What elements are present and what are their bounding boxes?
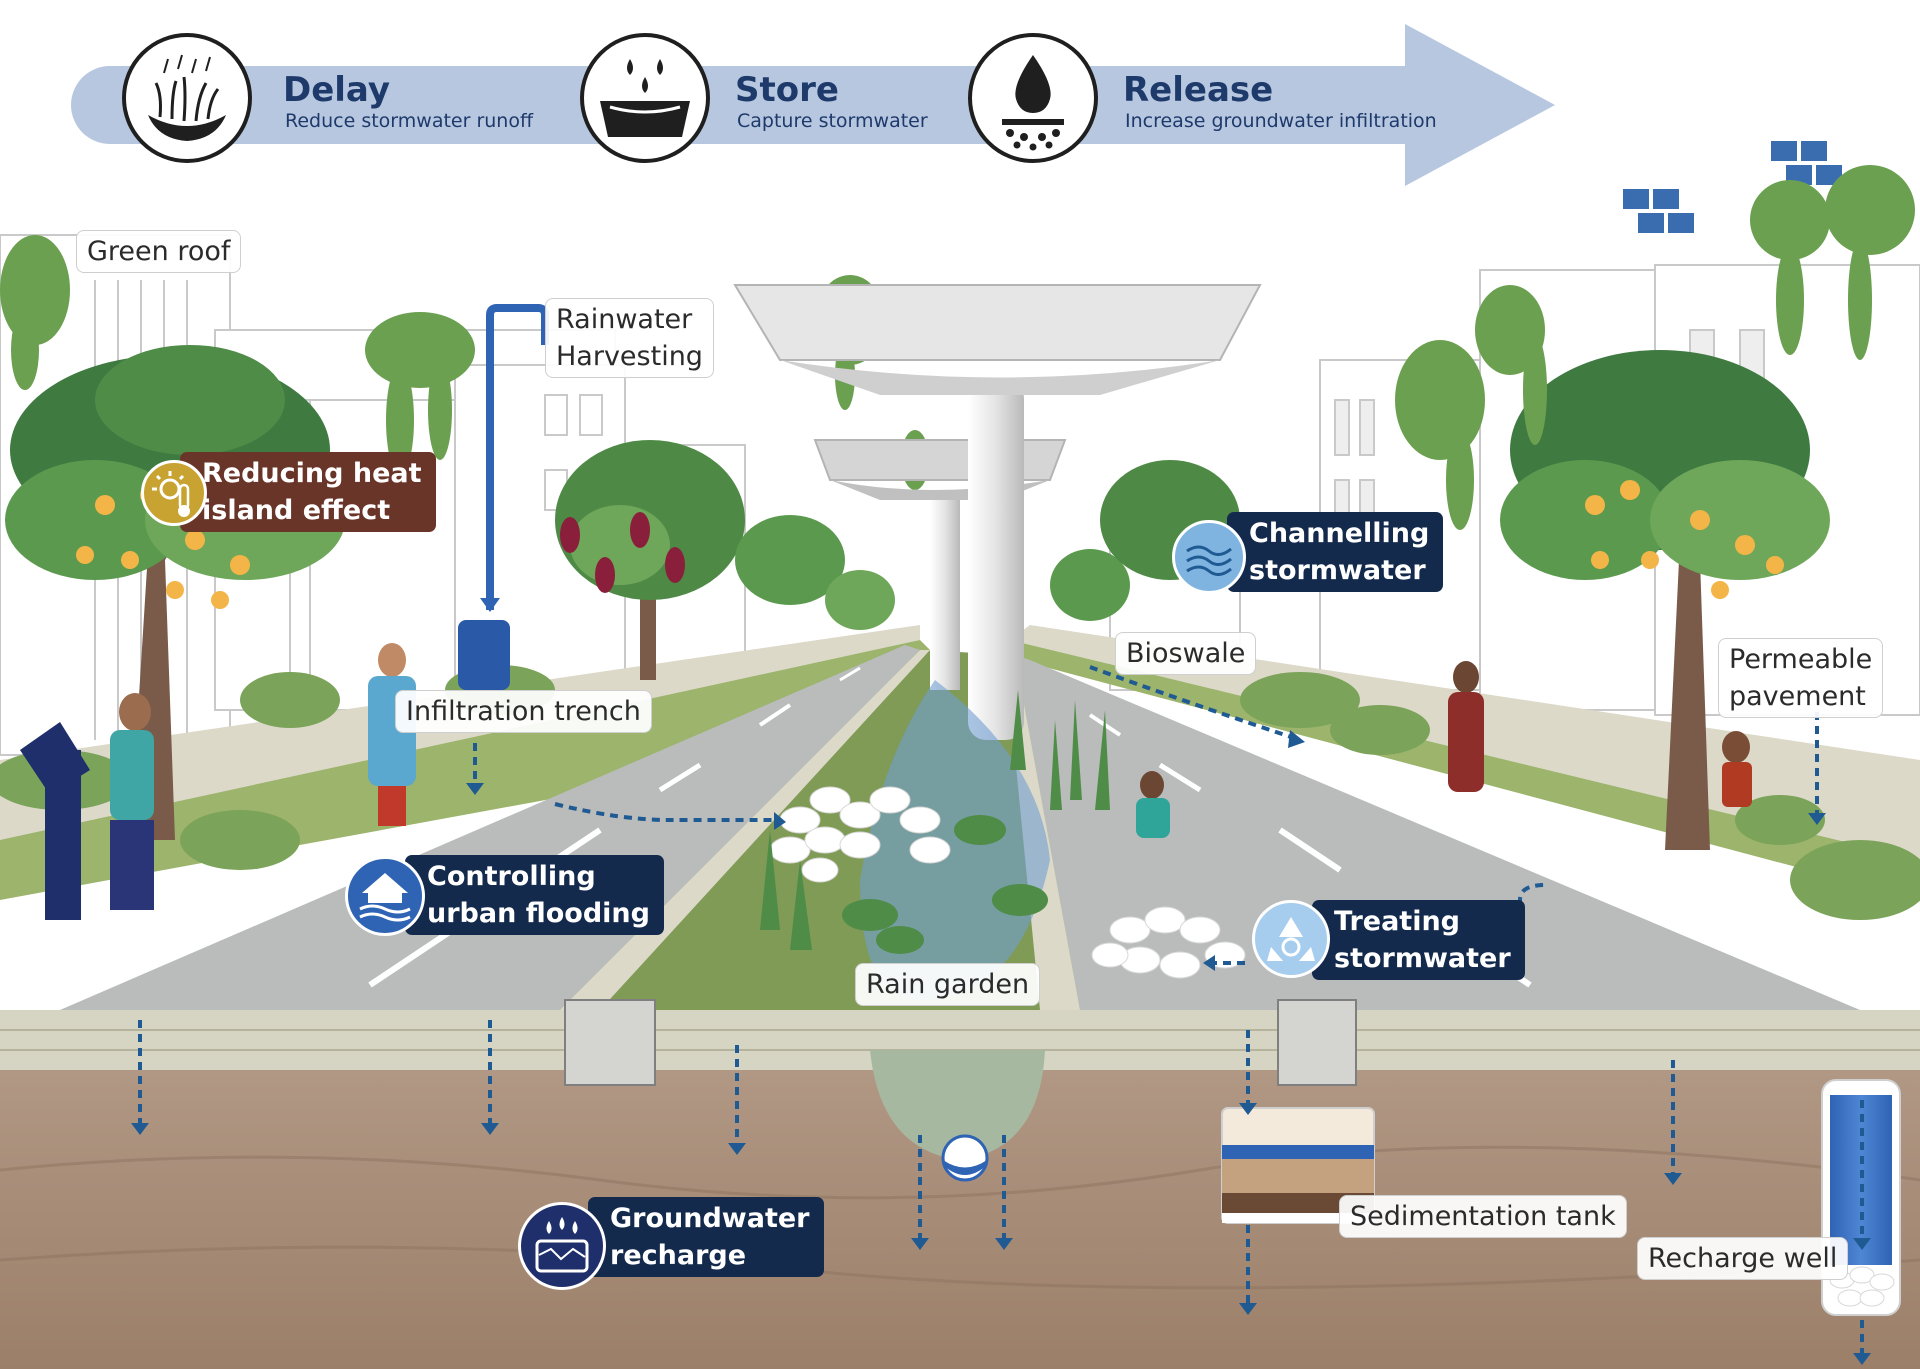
elevated-canopy-structure — [733, 284, 1262, 740]
grass-rain-icon — [148, 54, 226, 141]
underground-soil — [0, 1010, 1920, 1369]
people — [110, 643, 1752, 910]
benefit-heat-island-line2: island effect — [202, 495, 391, 526]
benefit-heat-island-line1: Reducing heat — [202, 458, 422, 489]
benefit-channelling-line2: stormwater — [1249, 555, 1426, 586]
tree-right-large — [1500, 350, 1830, 850]
recycle-icon — [1252, 900, 1330, 978]
tree-mid-left — [555, 440, 745, 680]
benefit-flooding-line1: Controlling — [427, 861, 596, 892]
tree-right-fruit — [1585, 480, 1784, 599]
rain-garden-plants — [760, 680, 1246, 1000]
release-subtitle: Increase groundwater infiltration — [1125, 110, 1437, 132]
benefit-treating-stormwater: Treating stormwater — [1312, 900, 1525, 980]
water-flow-icon — [1172, 520, 1246, 594]
delay-subtitle: Reduce stormwater runoff — [285, 110, 534, 132]
benefit-heat-island: Reducing heat island effect — [180, 452, 436, 532]
label-green-roof: Green roof — [76, 230, 242, 273]
benefit-groundwater-line1: Groundwater — [610, 1203, 810, 1234]
benefit-groundwater-recharge: Groundwater recharge — [588, 1197, 824, 1277]
store-step-icon — [580, 33, 710, 163]
benefit-treating-line2: stormwater — [1334, 943, 1511, 974]
tree-far-left-2 — [825, 570, 895, 630]
label-rainwater-harvesting-line1: Rainwater — [556, 304, 693, 335]
flow-arrowheads — [131, 730, 1871, 1365]
water-basin-icon — [600, 59, 690, 137]
benefit-groundwater-line2: recharge — [610, 1240, 747, 1271]
benefit-flooding-line2: urban flooding — [427, 898, 650, 929]
sedimentation-tank-graphic — [1221, 1107, 1375, 1224]
rainwater-harvesting-pipe — [458, 304, 549, 690]
label-recharge-well: Recharge well — [1637, 1237, 1849, 1280]
label-permeable-pavement-line2: pavement — [1729, 681, 1866, 712]
label-permeable-pavement: Permeable pavement — [1718, 638, 1884, 718]
solar-panels — [1621, 139, 1844, 235]
label-rainwater-harvesting: Rainwater Harvesting — [545, 298, 714, 378]
label-bioswale: Bioswale — [1115, 632, 1257, 675]
store-subtitle: Capture stormwater — [737, 110, 928, 132]
release-step-icon — [968, 33, 1098, 163]
water-drop-release-icon — [1002, 55, 1064, 151]
flow-arrows — [138, 665, 1864, 1355]
label-permeable-pavement-line1: Permeable — [1729, 644, 1873, 675]
label-sedimentation-tank: Sedimentation tank — [1339, 1195, 1627, 1238]
tree-far-left-1 — [735, 515, 845, 605]
curb-drains — [564, 999, 1357, 1086]
release-title: Release — [1123, 70, 1274, 110]
tree-far-right-1 — [1050, 549, 1130, 621]
benefit-treating-line1: Treating — [1334, 906, 1461, 937]
process-arrow — [71, 24, 1555, 186]
info-post — [20, 722, 90, 920]
label-rainwater-harvesting-line2: Harvesting — [556, 341, 703, 372]
benefit-urban-flooding: Controlling urban flooding — [405, 855, 664, 935]
label-rain-garden: Rain garden — [855, 963, 1041, 1006]
thermometer-sun-icon — [141, 460, 207, 526]
label-infiltration-trench: Infiltration trench — [395, 690, 652, 733]
benefit-channelling-stormwater: Channelling stormwater — [1227, 512, 1444, 592]
benefit-channelling-line1: Channelling — [1249, 518, 1430, 549]
flooded-house-icon — [345, 856, 425, 936]
store-title: Store — [735, 70, 839, 110]
groundwater-icon — [518, 1202, 606, 1290]
delay-step-icon — [122, 33, 252, 163]
delay-title: Delay — [283, 70, 390, 110]
